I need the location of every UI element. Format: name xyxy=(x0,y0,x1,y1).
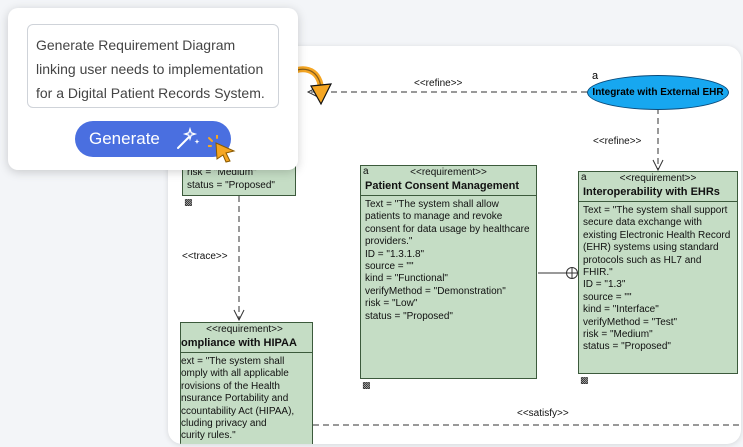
requirement-box-hipaa[interactable]: <<requirement>> ompliance with HIPAA ext… xyxy=(180,322,313,444)
req-source: source = "" xyxy=(583,291,632,303)
req-name: Interoperability with EHRs xyxy=(583,186,720,198)
usecase-ellipse[interactable]: Integrate with External EHR xyxy=(587,75,729,110)
req-name: Patient Consent Management xyxy=(365,180,520,192)
generate-button[interactable]: Generate xyxy=(75,121,236,163)
req-line: status = "Proposed" xyxy=(187,179,275,191)
req-line: omply with all applicable xyxy=(181,368,289,380)
trace-label: <<trace>> xyxy=(182,251,228,262)
prompt-card: Generate Requirement Diagram linking use… xyxy=(8,8,298,170)
req-name: ompliance with HIPAA xyxy=(181,337,297,349)
req-text: Text = "The system shall allow patients … xyxy=(365,199,533,248)
req-kind: kind = "Functional" xyxy=(365,273,448,285)
req-line: rovisions of the Health xyxy=(181,380,280,392)
req-line: ext = "The system shall xyxy=(181,356,285,367)
req-line: nsurance Portability and xyxy=(181,393,289,405)
generate-button-label: Generate xyxy=(89,129,160,148)
click-cursor-icon xyxy=(208,135,236,163)
req-tag: a xyxy=(581,172,587,183)
refine-side-arrowhead xyxy=(652,159,664,172)
req-verify: verifyMethod = "Test" xyxy=(583,316,678,328)
req-source: source = "" xyxy=(365,261,414,273)
relationship-lines xyxy=(233,86,741,426)
req-line: ccountability Act (HIPAA), xyxy=(181,405,295,417)
satisfy-label: <<satisfy>> xyxy=(517,408,569,419)
req-status: status = "Proposed" xyxy=(365,310,453,322)
document-icon: ▩ xyxy=(362,380,371,390)
req-line: cluding privacy and xyxy=(181,418,267,430)
ellipse-tag: a xyxy=(592,70,599,82)
requirement-box-consent[interactable]: a <<requirement>> Patient Consent Manage… xyxy=(360,165,537,390)
req-line: risk = "Medium" xyxy=(187,167,257,179)
req-line: curity rules." xyxy=(181,430,236,442)
req-status: status = "Proposed" xyxy=(583,341,671,353)
req-stereotype: <<requirement>> xyxy=(206,324,283,335)
req-risk: risk = "Low" xyxy=(365,298,418,310)
req-kind: kind = "Interface" xyxy=(583,304,659,316)
trace-arrowhead xyxy=(233,309,245,322)
requirement-box-interop[interactable]: a <<requirement>> Interoperability with … xyxy=(578,171,738,385)
req-verify: verifyMethod = "Demonstration" xyxy=(365,285,506,297)
req-risk: risk = "Medium" xyxy=(583,329,653,341)
req-tag: a xyxy=(363,166,369,177)
ellipse-label: Integrate with External EHR xyxy=(592,87,724,98)
req-stereotype: <<requirement>> xyxy=(619,173,697,184)
document-icon: ▩ xyxy=(184,197,193,207)
req-id: ID = "1.3.1.8" xyxy=(365,248,425,260)
magic-wand-icon xyxy=(177,127,200,149)
req-stereotype: <<requirement>> xyxy=(410,167,487,178)
req-text: Text = "The system shall support secure … xyxy=(583,205,734,279)
document-icon: ▩ xyxy=(580,375,589,385)
req-id: ID = "1.3" xyxy=(583,279,626,291)
refine-top-label: <<refine>> xyxy=(414,78,463,89)
refine-side-label: <<refine>> xyxy=(593,136,642,147)
prompt-input[interactable]: Generate Requirement Diagram linking use… xyxy=(27,24,279,108)
